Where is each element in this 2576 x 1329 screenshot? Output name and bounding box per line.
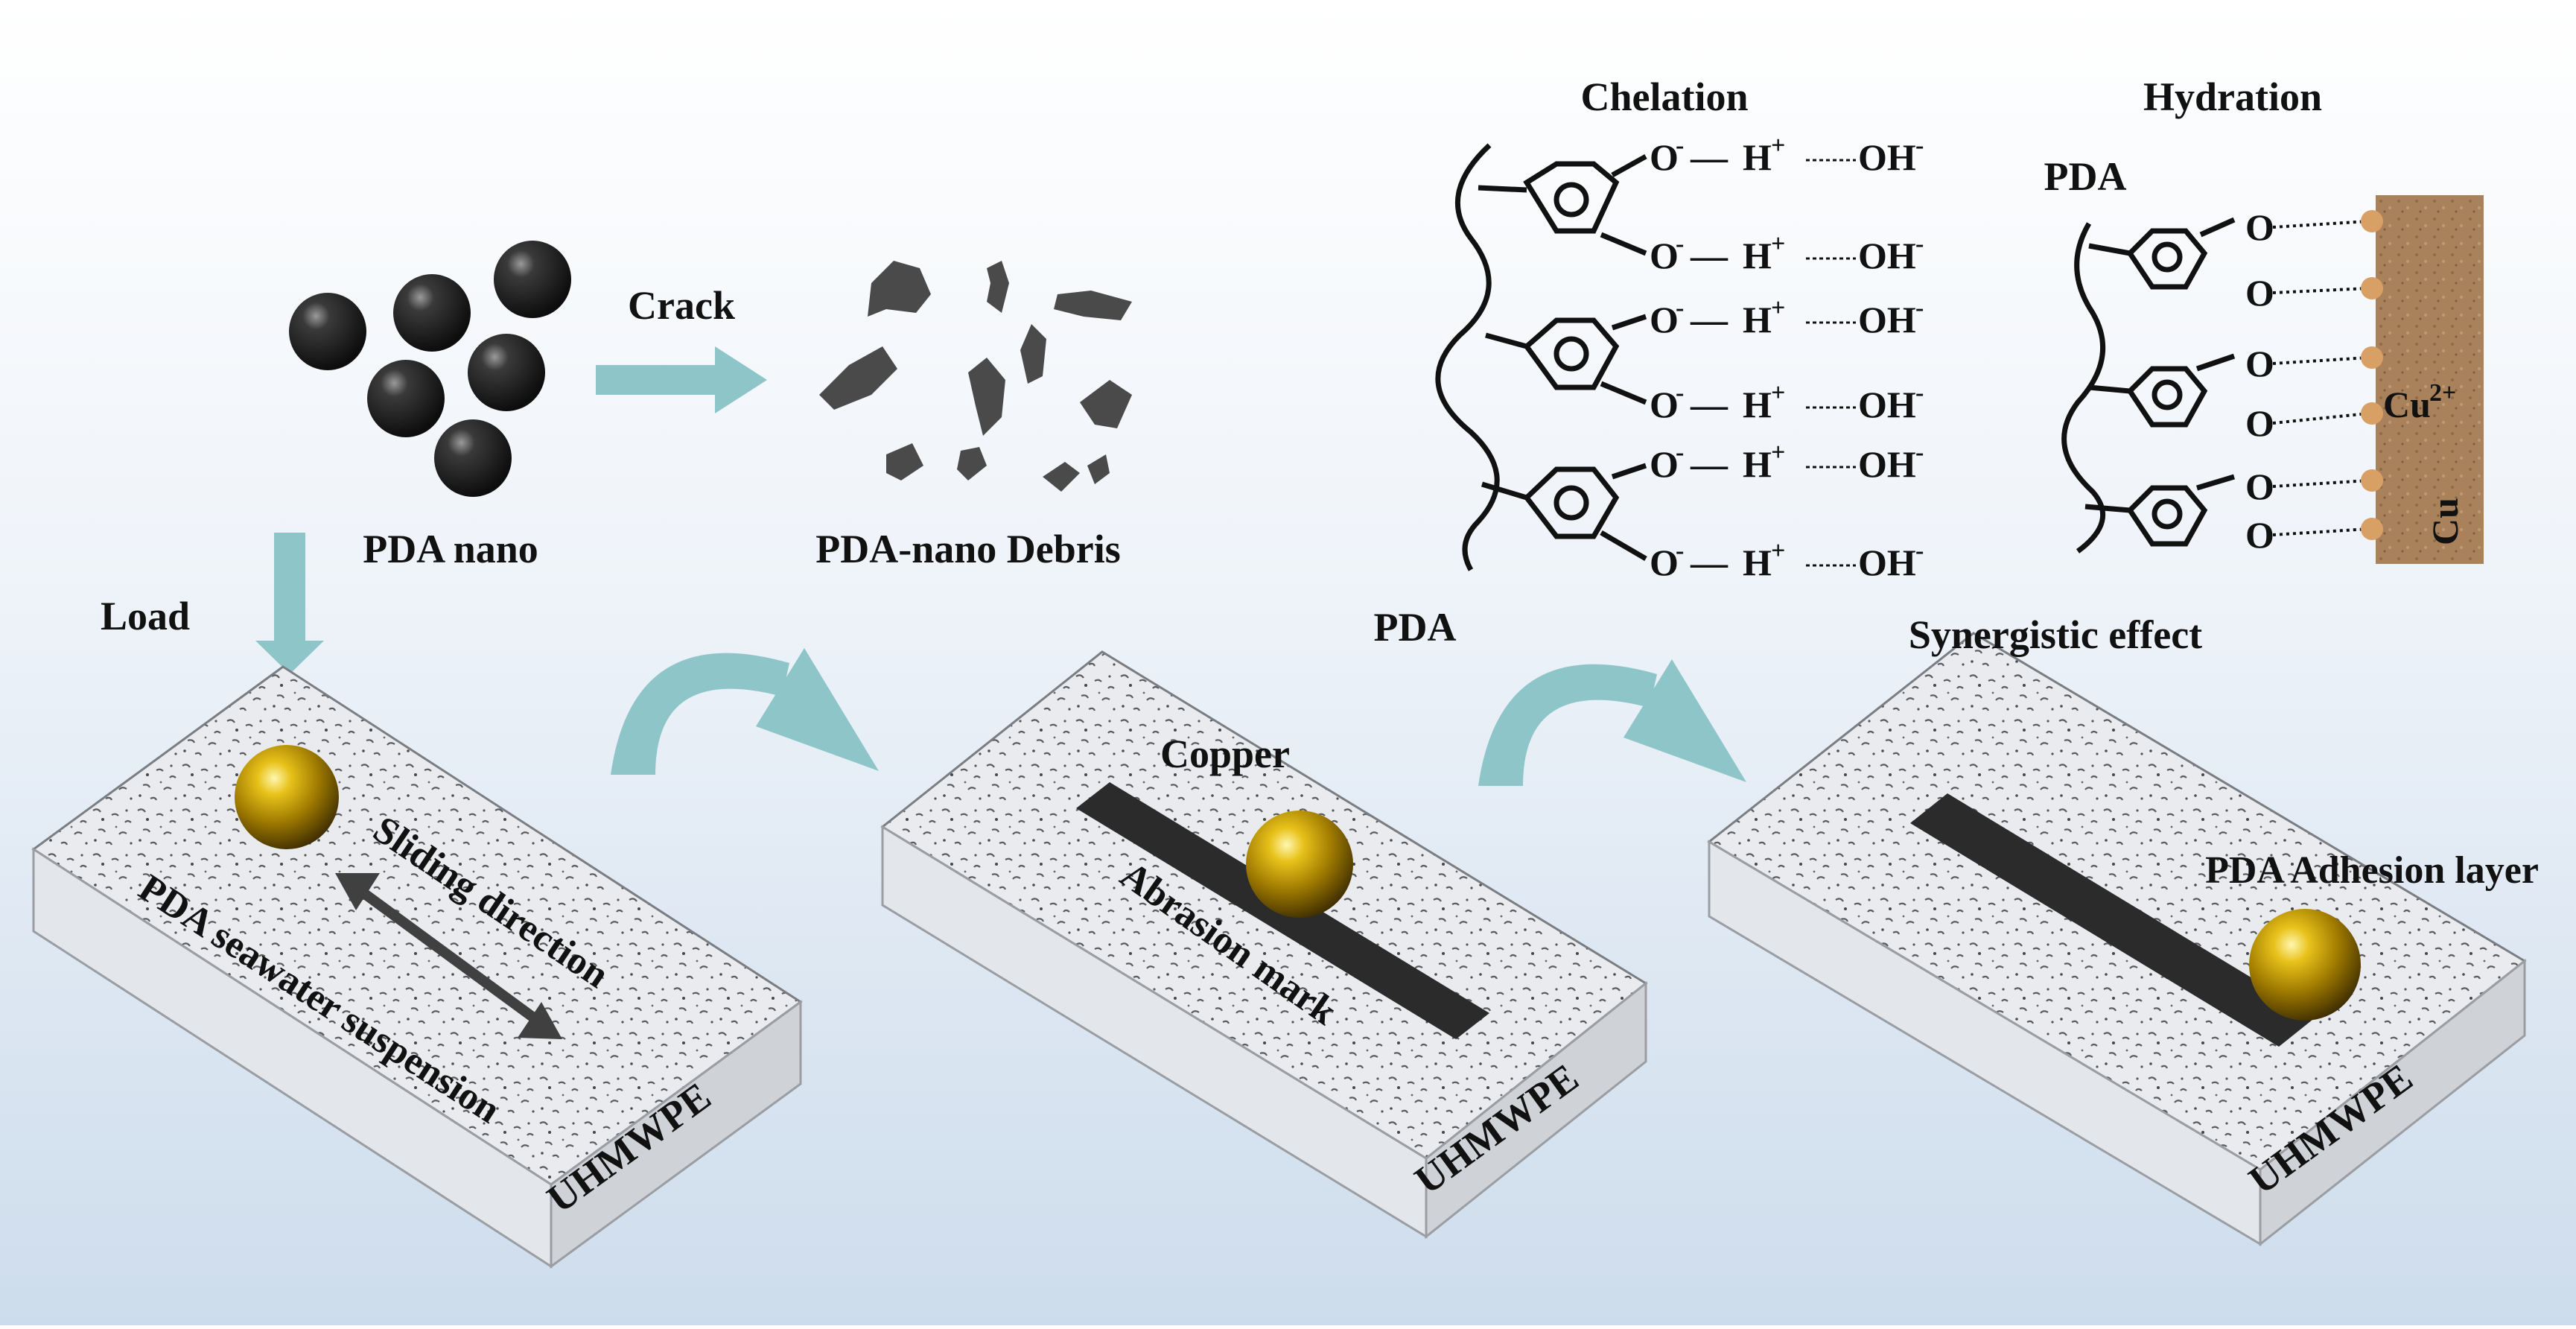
svg-text:+: + (1771, 294, 1785, 322)
svg-text:+: + (1771, 439, 1785, 466)
svg-text:+: + (1771, 537, 1785, 565)
svg-text:H: H (1743, 542, 1772, 583)
hydration-structure (2061, 217, 2236, 554)
svg-text:-: - (1915, 379, 1924, 407)
svg-text:-: - (1915, 537, 1924, 565)
svg-text:—: — (1690, 299, 1729, 340)
uhmwpe-block-1 (31, 665, 803, 1269)
svg-text:O: O (1650, 136, 1679, 178)
copper-surface (2376, 195, 2484, 564)
svg-text:O: O (2245, 466, 2274, 507)
pda-label: PDA (1374, 605, 1457, 650)
cu-metal-label: Cu (2424, 498, 2466, 545)
svg-text:H: H (1743, 443, 1772, 485)
svg-text:—: — (1690, 542, 1729, 583)
crack-arrow (596, 346, 767, 413)
svg-text:-: - (1676, 439, 1684, 466)
chelation-row-4: O - — H + OH - (1650, 379, 1924, 425)
svg-text:OH: OH (1858, 443, 1916, 485)
svg-text:O: O (1650, 299, 1679, 340)
load-label: Load (101, 594, 190, 638)
copper-label: Copper (1160, 732, 1290, 776)
svg-text:+: + (1771, 379, 1785, 407)
svg-text:OH: OH (1858, 235, 1916, 276)
svg-text:—: — (1690, 136, 1729, 178)
copper-ball-2 (1246, 811, 1353, 918)
svg-text:-: - (1915, 439, 1924, 466)
svg-text:-: - (1915, 294, 1924, 322)
cu2-ion-charge: 2+ (2429, 379, 2456, 407)
chelation-row-6: O - — H + OH - (1650, 537, 1924, 583)
load-arrow (255, 533, 324, 674)
svg-text:—: — (1690, 443, 1729, 485)
chelation-title: Chelation (1580, 74, 1748, 119)
synergistic-effect-label: Synergistic effect (1909, 612, 2202, 657)
svg-text:-: - (1915, 132, 1924, 159)
svg-text:-: - (1676, 537, 1684, 565)
svg-text:O: O (1650, 384, 1679, 425)
pda-nano-debris (819, 261, 1132, 492)
svg-text:—: — (1690, 235, 1729, 276)
svg-text:O: O (2245, 514, 2274, 556)
pda-adhesion-layer-label: PDA Adhesion layer (2205, 849, 2539, 892)
svg-text:O: O (2245, 206, 2274, 248)
svg-text:-: - (1676, 379, 1684, 407)
copper-ball-3 (2249, 909, 2361, 1021)
svg-text:OH: OH (1858, 136, 1916, 178)
svg-text:H: H (1743, 299, 1772, 340)
pda-nano-label: PDA nano (363, 527, 538, 571)
uhmwpe-block-3 (1707, 632, 2527, 1247)
svg-text:H: H (1743, 384, 1772, 425)
hydration-title: Hydration (2143, 74, 2322, 119)
curved-arrow-2 (1478, 659, 1746, 786)
sliding-direction-arrow (335, 873, 562, 1039)
svg-text:+: + (1771, 132, 1785, 159)
chelation-row-2: O - — H + OH - (1650, 230, 1924, 276)
svg-text:OH: OH (1858, 542, 1916, 583)
chelation-row-5: O - — H + OH - (1650, 439, 1924, 485)
svg-text:OH: OH (1858, 299, 1916, 340)
chelation-structure (1435, 143, 1647, 571)
svg-text:-: - (1676, 230, 1684, 258)
cu2-ion-label: Cu (2383, 384, 2431, 425)
crack-label: Crack (628, 283, 735, 328)
svg-text:O: O (2245, 343, 2274, 384)
copper-ball-1 (235, 745, 339, 849)
svg-text:O: O (2245, 272, 2274, 314)
svg-text:O: O (1650, 542, 1679, 583)
pda-nano-spheres (289, 241, 571, 497)
hydration-pda-label: PDA (2044, 154, 2127, 199)
svg-text:O: O (2245, 402, 2274, 444)
chelation-row-3: O - — H + OH - (1650, 294, 1924, 340)
chelation-row-1: O - — H + OH - (1650, 132, 1924, 178)
svg-text:-: - (1915, 230, 1924, 258)
svg-text:O: O (1650, 443, 1679, 485)
svg-text:H: H (1743, 235, 1772, 276)
svg-text:O: O (1650, 235, 1679, 276)
curved-arrow-1 (611, 648, 879, 775)
svg-text:-: - (1676, 294, 1684, 322)
hydration-oxygen-rows: O O O O O O (2245, 206, 2383, 556)
abrasion-mark-3 (1910, 793, 2316, 1047)
pda-nano-debris-label: PDA-nano Debris (815, 527, 1121, 571)
svg-text:—: — (1690, 384, 1729, 425)
svg-text:H: H (1743, 136, 1772, 178)
svg-text:-: - (1676, 132, 1684, 159)
svg-text:OH: OH (1858, 384, 1916, 425)
svg-text:+: + (1771, 230, 1785, 258)
